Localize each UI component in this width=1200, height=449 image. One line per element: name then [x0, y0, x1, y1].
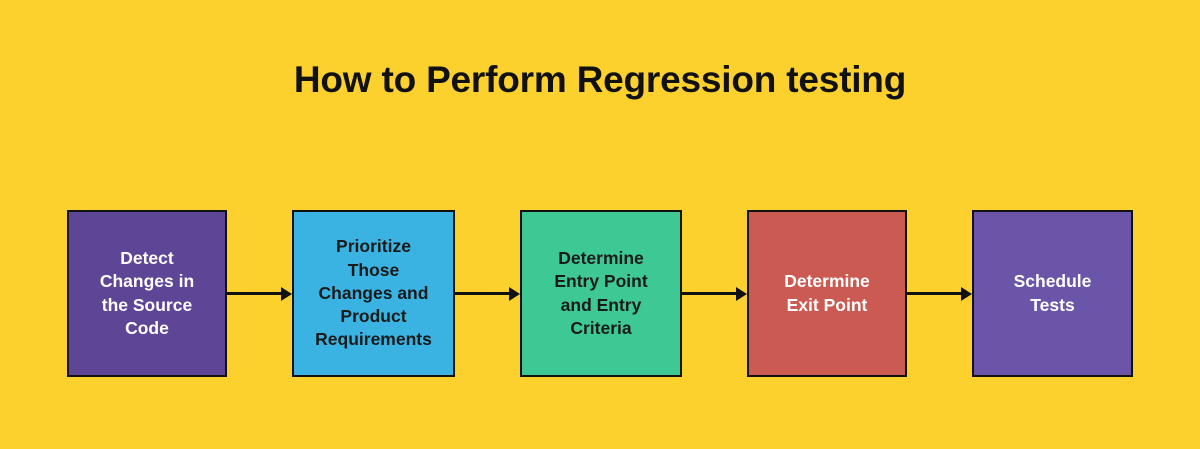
- flow-step-3[interactable]: Determine Entry Point and Entry Criteria: [520, 210, 682, 377]
- flow-step-2-label: Prioritize Those Changes and Product Req…: [315, 236, 432, 350]
- arrow-connector-2: [455, 210, 520, 377]
- flow-step-2[interactable]: Prioritize Those Changes and Product Req…: [292, 210, 455, 377]
- arrow-right-icon-head: [961, 286, 972, 301]
- arrow-right-icon-shaft: [907, 292, 966, 295]
- flow-step-4-label: Determine Exit Point: [784, 271, 870, 315]
- arrow-right-icon-head: [736, 286, 747, 301]
- flow-step-3-label: Determine Entry Point and Entry Criteria: [554, 247, 648, 338]
- page-title: How to Perform Regression testing: [293, 59, 907, 100]
- flow-step-1[interactable]: Detect Changes in the Source Code: [67, 210, 227, 377]
- flow-step-4[interactable]: Determine Exit Point: [747, 210, 907, 377]
- arrow-right-icon-shaft: [227, 292, 286, 295]
- arrow-right-icon-head: [509, 286, 520, 301]
- arrow-right-icon-shaft: [455, 292, 514, 295]
- flow-step-5-label: Schedule Tests: [1013, 271, 1092, 315]
- arrow-right-icon-head: [281, 286, 292, 301]
- process-flow: Detect Changes in the Source Code Priori…: [67, 210, 1133, 377]
- arrow-connector-1: [227, 210, 292, 377]
- arrow-right-icon-shaft: [682, 292, 741, 295]
- flow-step-1-label: Detect Changes in the Source Code: [99, 247, 195, 338]
- flow-step-5[interactable]: Schedule Tests: [972, 210, 1133, 377]
- arrow-connector-4: [907, 210, 972, 377]
- arrow-connector-3: [682, 210, 747, 377]
